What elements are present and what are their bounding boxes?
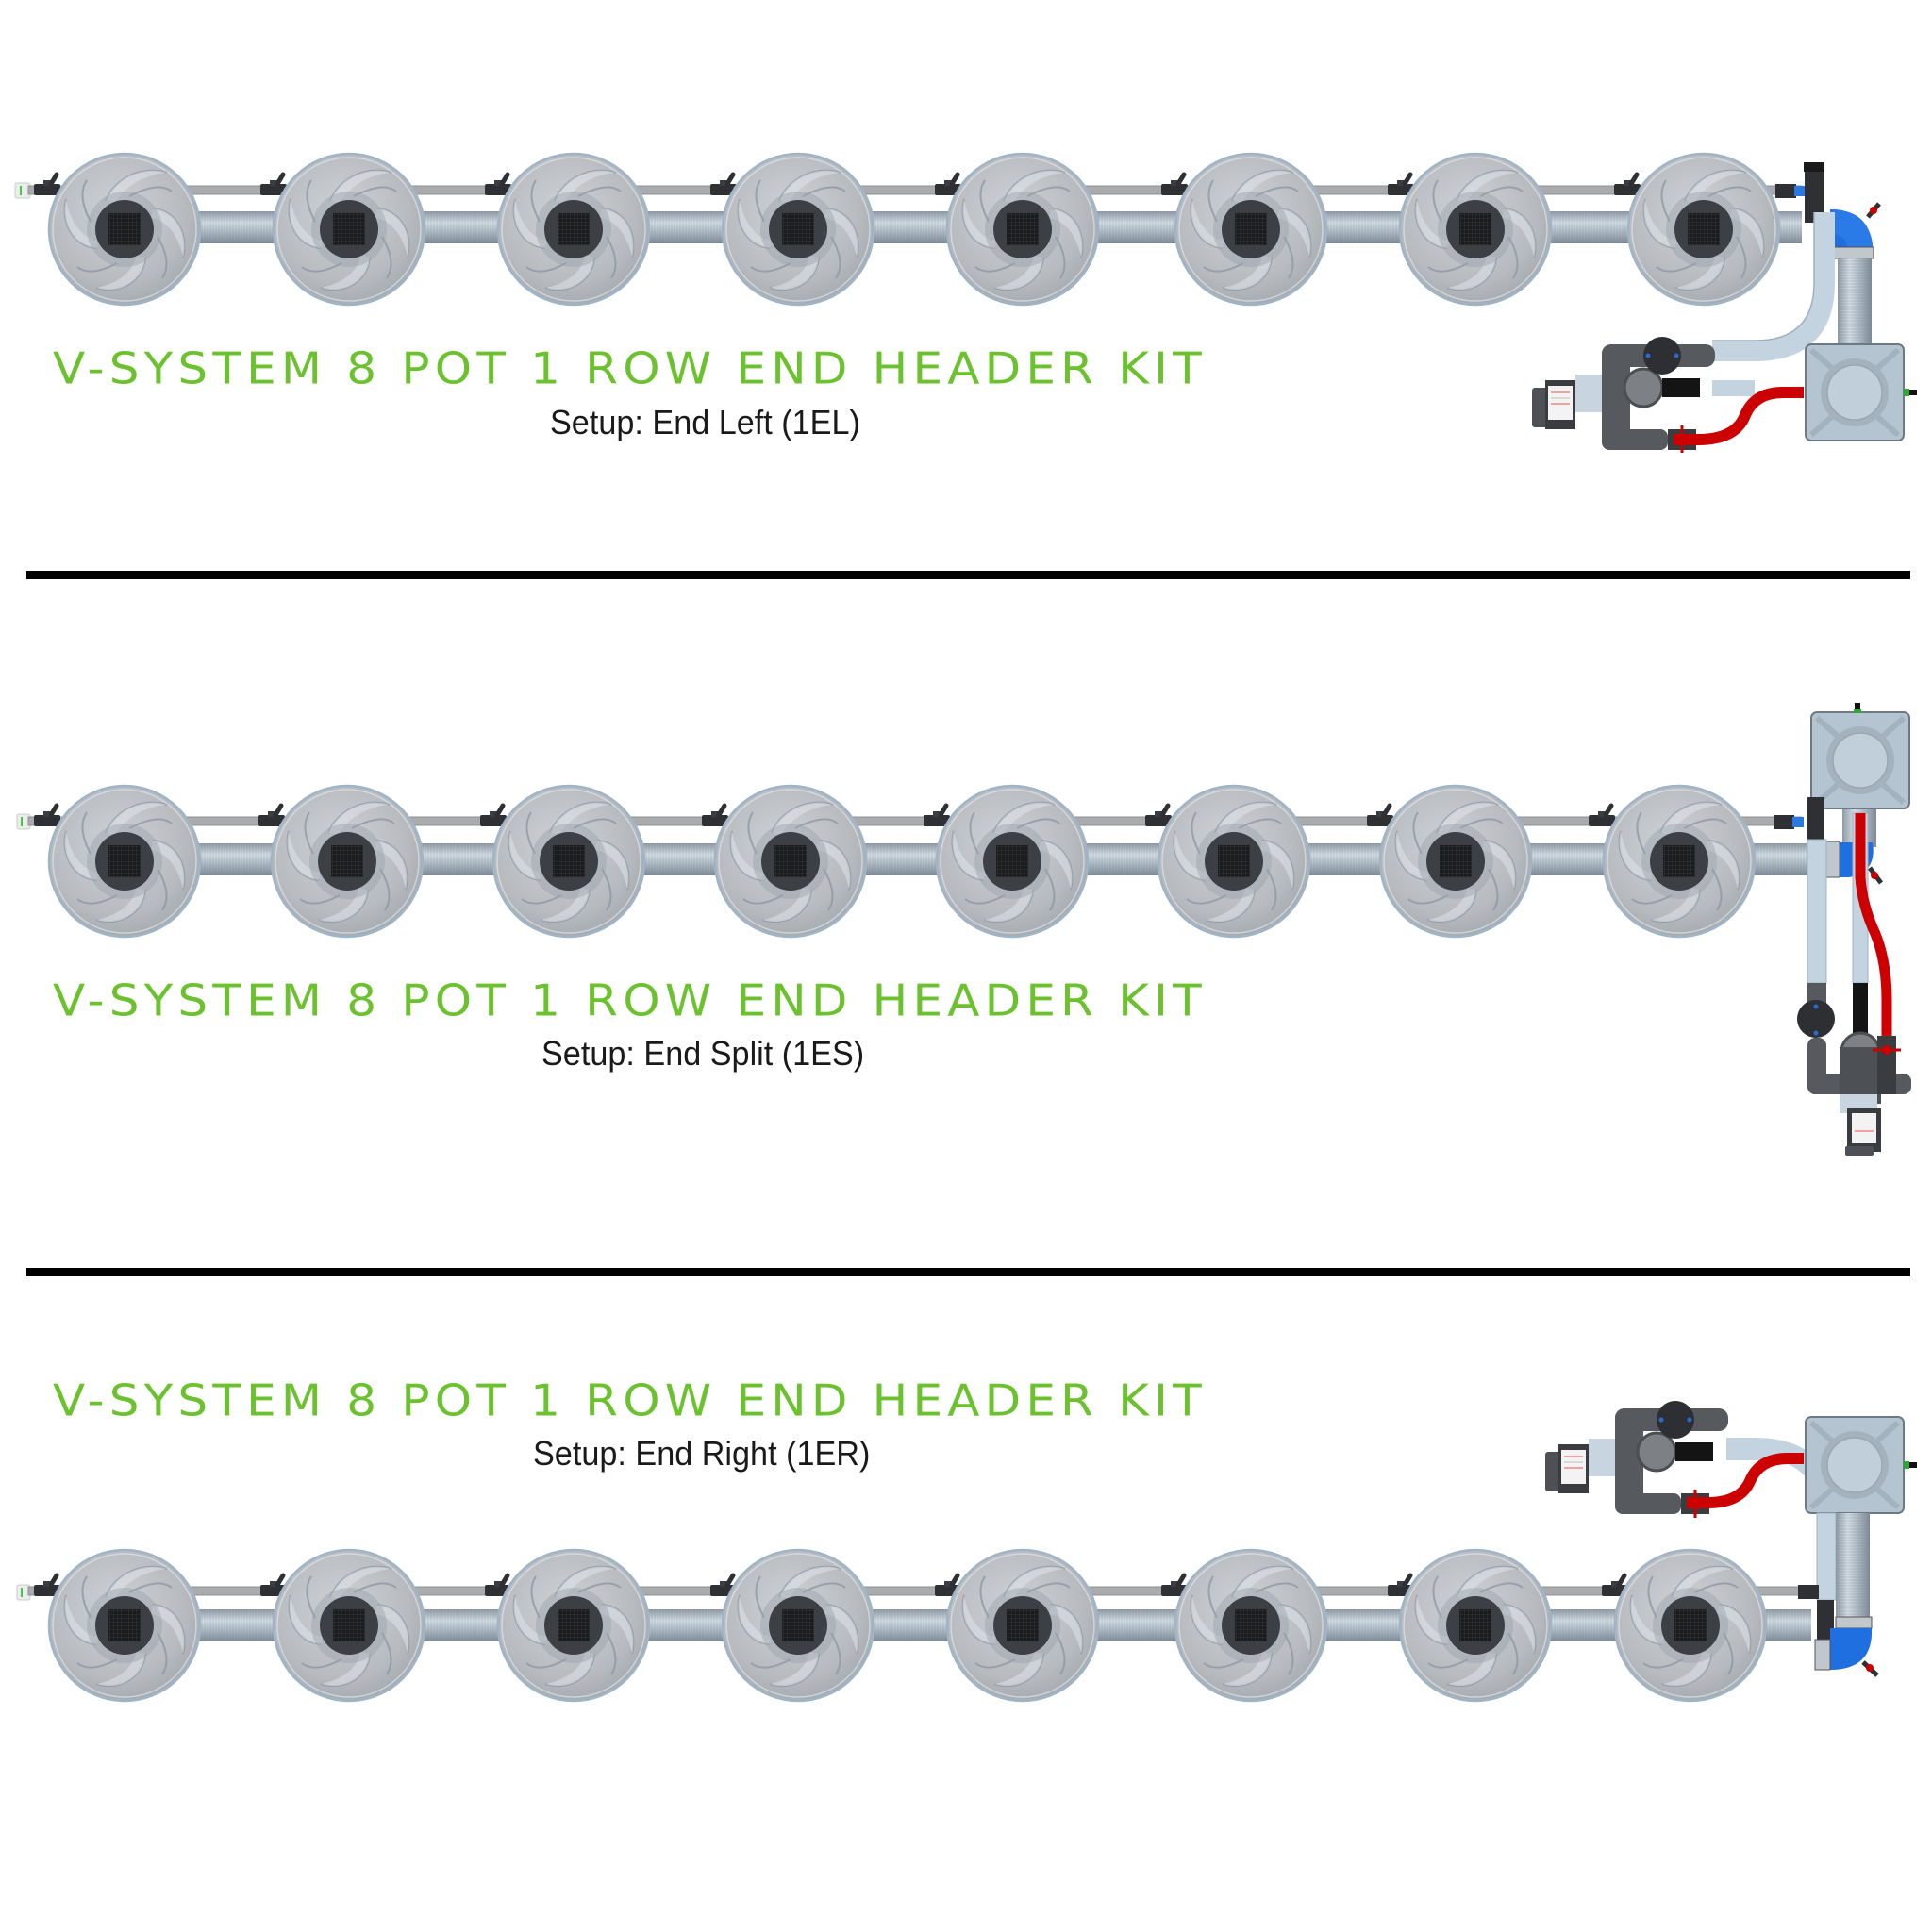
section-divider (26, 571, 1910, 579)
reservoir-tank-icon (1806, 344, 1904, 441)
end-cap-icon (16, 813, 31, 830)
setup-label: Setup: End Split (1ES) (541, 1034, 865, 1073)
reservoir-tank-icon (1806, 1417, 1904, 1513)
kit-title: V-SYSTEM 8 POT 1 ROW END HEADER KIT (53, 343, 1207, 394)
kit-title: V-SYSTEM 8 POT 1 ROW END HEADER KIT (53, 975, 1207, 1026)
pump-icon (1797, 983, 1911, 1156)
setup-label: Setup: End Right (1ER) (533, 1434, 871, 1473)
system-diagram-1er (16, 1399, 1917, 1703)
system-diagram-1el (14, 152, 1917, 453)
system-diagram-1es (16, 703, 1932, 1156)
kit-title: V-SYSTEM 8 POT 1 ROW END HEADER KIT (53, 1375, 1207, 1426)
setup-label: Setup: End Left (1EL) (550, 403, 860, 441)
reservoir-tank-icon (1811, 712, 1909, 808)
section-divider (26, 1268, 1910, 1276)
end-cap-icon (16, 1584, 31, 1601)
